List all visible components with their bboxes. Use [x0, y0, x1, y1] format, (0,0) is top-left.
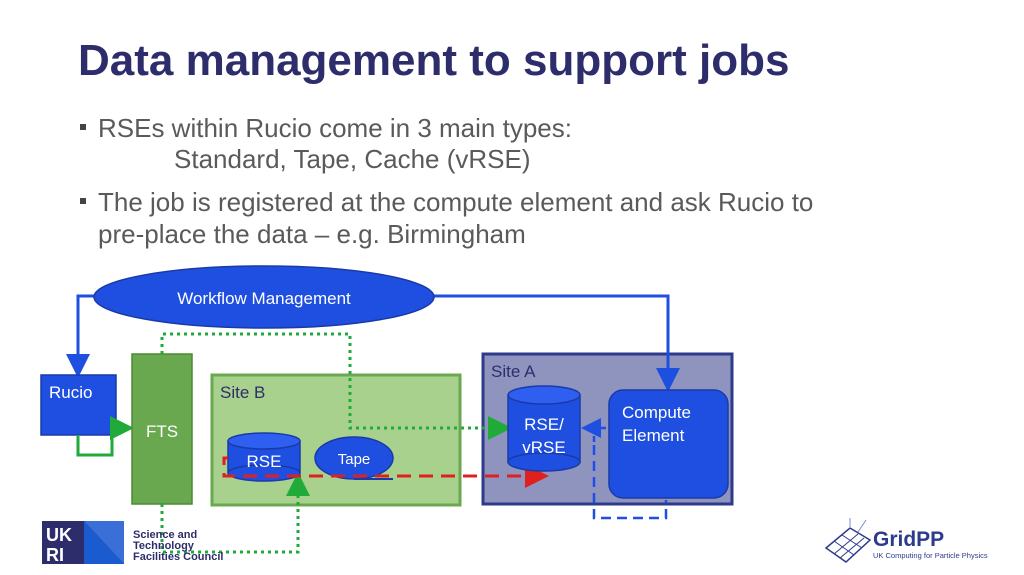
- site-b-rse-label: RSE: [247, 452, 282, 471]
- rucio-node: [40, 374, 117, 436]
- site-b-rse-cylinder: [227, 432, 301, 482]
- gridpp-grid-icon: [824, 518, 872, 563]
- stfc-line3: Facilities Council: [133, 551, 223, 563]
- site-a-label: Site A: [491, 362, 536, 381]
- bullet-marker: [80, 124, 86, 130]
- slide-title: Data management to support jobs: [78, 36, 790, 85]
- bullet-marker: [80, 198, 86, 204]
- compute-element-node: [608, 389, 729, 499]
- tape-label: Tape: [338, 451, 371, 468]
- workflow-to-compute-arrow: [430, 294, 680, 392]
- bullet-rse-types-detail: Standard, Tape, Cache (vRSE): [174, 144, 531, 174]
- bullet-text: The job is registered at the compute ele…: [98, 187, 814, 217]
- fts-label: FTS: [146, 422, 178, 441]
- workflow-management-node: [93, 265, 435, 329]
- rucio-to-fts-arrow: [76, 416, 134, 457]
- bullet-text-continued: pre-place the data – e.g. Birmingham: [98, 219, 526, 249]
- site-b-label: Site B: [220, 383, 265, 402]
- red-dashed-path: [222, 456, 543, 478]
- compute-element-label-line2: Element: [622, 426, 685, 445]
- site-a-rse-vrse-cylinder: [507, 385, 581, 472]
- stfc-line1: Science and: [133, 529, 197, 541]
- svg-text:UK: UK: [46, 525, 72, 545]
- stfc-line2: Technology: [133, 540, 195, 552]
- rse-vrse-label-line2: vRSE: [522, 438, 565, 457]
- gridpp-tagline: UK Computing for Particle Physics: [873, 551, 988, 560]
- workflow-to-rucio-arrow: [66, 294, 100, 378]
- ukri-logo: UK RI: [42, 521, 124, 565]
- rse-vrse-label-line1: RSE/: [524, 415, 564, 434]
- compute-dashed-link-lower: [592, 445, 668, 520]
- compute-element-label-line1: Compute: [622, 403, 691, 422]
- svg-text:RI: RI: [46, 545, 64, 565]
- fts-transfer-to-site-b-rse: [160, 472, 310, 554]
- rucio-label: Rucio: [49, 383, 92, 402]
- gridpp-wordmark: GridPP: [873, 528, 944, 551]
- workflow-management-label: Workflow Management: [177, 289, 351, 308]
- bullet-text: RSEs within Rucio come in 3 main types:: [98, 113, 572, 143]
